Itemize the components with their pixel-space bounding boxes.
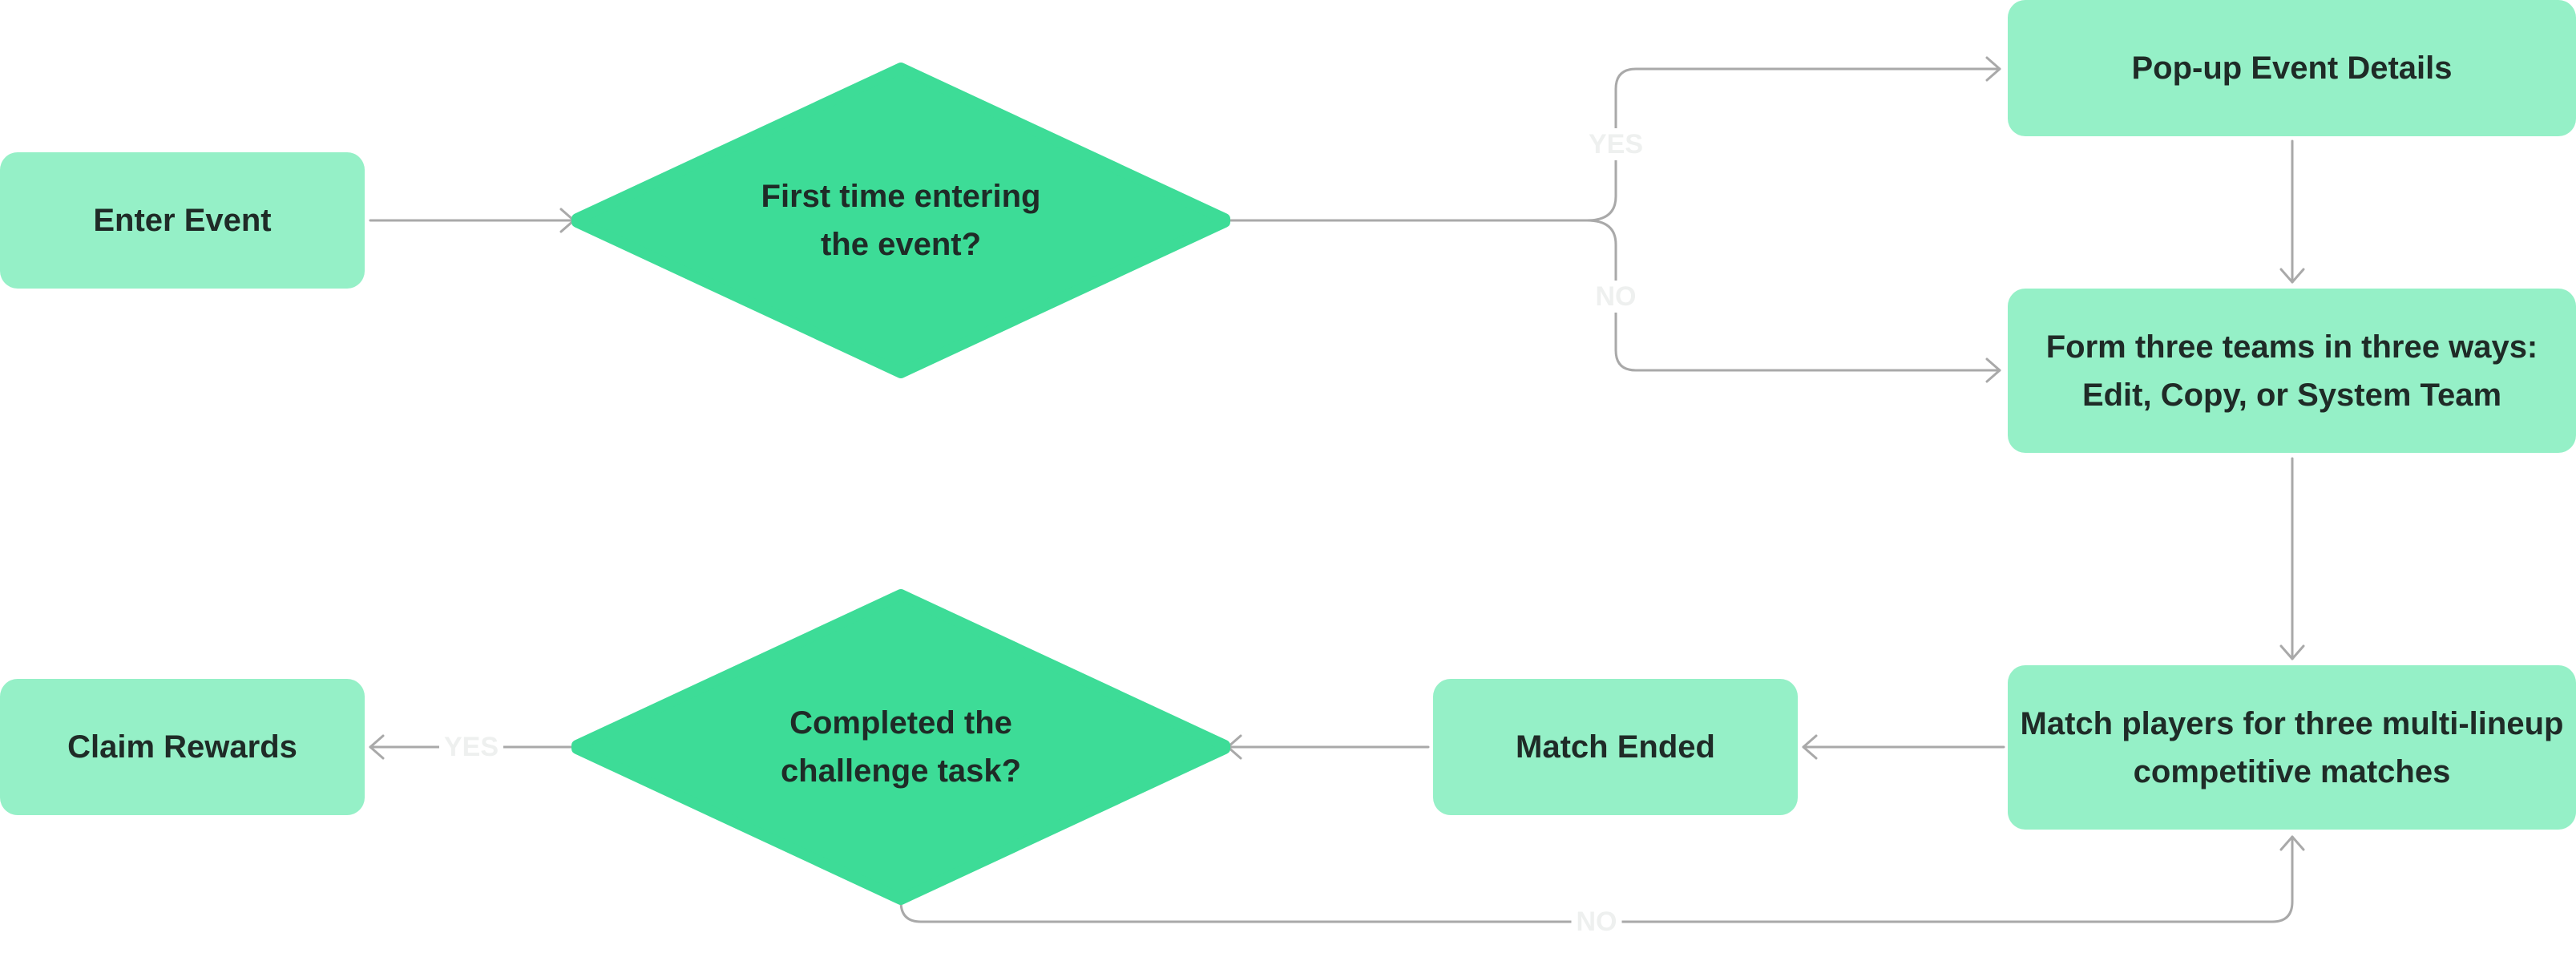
- arrowhead-match-players-to-match-ended: [1802, 734, 1818, 760]
- node-claim-rewards: Claim Rewards: [0, 679, 365, 815]
- arrowhead-yes-to-claim-rewards: [369, 734, 385, 760]
- decision-completed-shape: [571, 589, 1230, 905]
- edge-label-completed-yes-text: YES: [443, 732, 499, 762]
- decision-first-time-label: First time entering the event?: [761, 179, 1041, 262]
- edge-label-completed-no-text: NO: [1576, 907, 1617, 937]
- node-enter-event: Enter Event: [0, 152, 365, 289]
- arrowhead-no-to-match-players: [2279, 835, 2305, 851]
- node-match-ended-label: Match Ended: [1516, 729, 1715, 765]
- edge-label-first-time-no: NO: [1590, 281, 1641, 313]
- node-match-players-label: Match players for three multi-lineup com…: [2020, 705, 2564, 789]
- arrowhead-popup-to-form-teams: [2279, 268, 2305, 284]
- edge-label-completed-no: NO: [1571, 906, 1622, 938]
- node-claim-rewards-label: Claim Rewards: [67, 729, 297, 765]
- node-popup-event-details: Pop-up Event Details: [2008, 0, 2576, 136]
- node-match-ended: Match Ended: [1433, 679, 1798, 815]
- node-form-teams: Form three teams in three ways: Edit, Co…: [2008, 289, 2576, 453]
- connector-no-to-form-teams: [1585, 219, 2001, 372]
- connector-yes-to-popup: [1585, 67, 2001, 222]
- node-form-teams-label: Form three teams in three ways: Edit, Co…: [2045, 329, 2538, 413]
- edge-label-first-time-no-text: NO: [1595, 281, 1637, 312]
- edge-label-first-time-yes: YES: [1583, 128, 1649, 160]
- edge-label-first-time-yes-text: YES: [1588, 129, 1644, 160]
- node-enter-event-label: Enter Event: [93, 203, 272, 238]
- node-match-players: Match players for three multi-lineup com…: [2008, 665, 2576, 830]
- arrowhead-no-to-form-teams: [1985, 357, 2001, 383]
- edge-label-completed-yes: YES: [438, 731, 504, 763]
- decision-first-time-shape: [571, 63, 1230, 378]
- arrowhead-form-teams-to-match-players: [2279, 644, 2305, 660]
- node-popup-event-details-label: Pop-up Event Details: [2131, 50, 2453, 86]
- decision-completed-label: Completed the challenge task?: [780, 705, 1022, 789]
- arrowhead-yes-to-popup: [1985, 56, 2001, 82]
